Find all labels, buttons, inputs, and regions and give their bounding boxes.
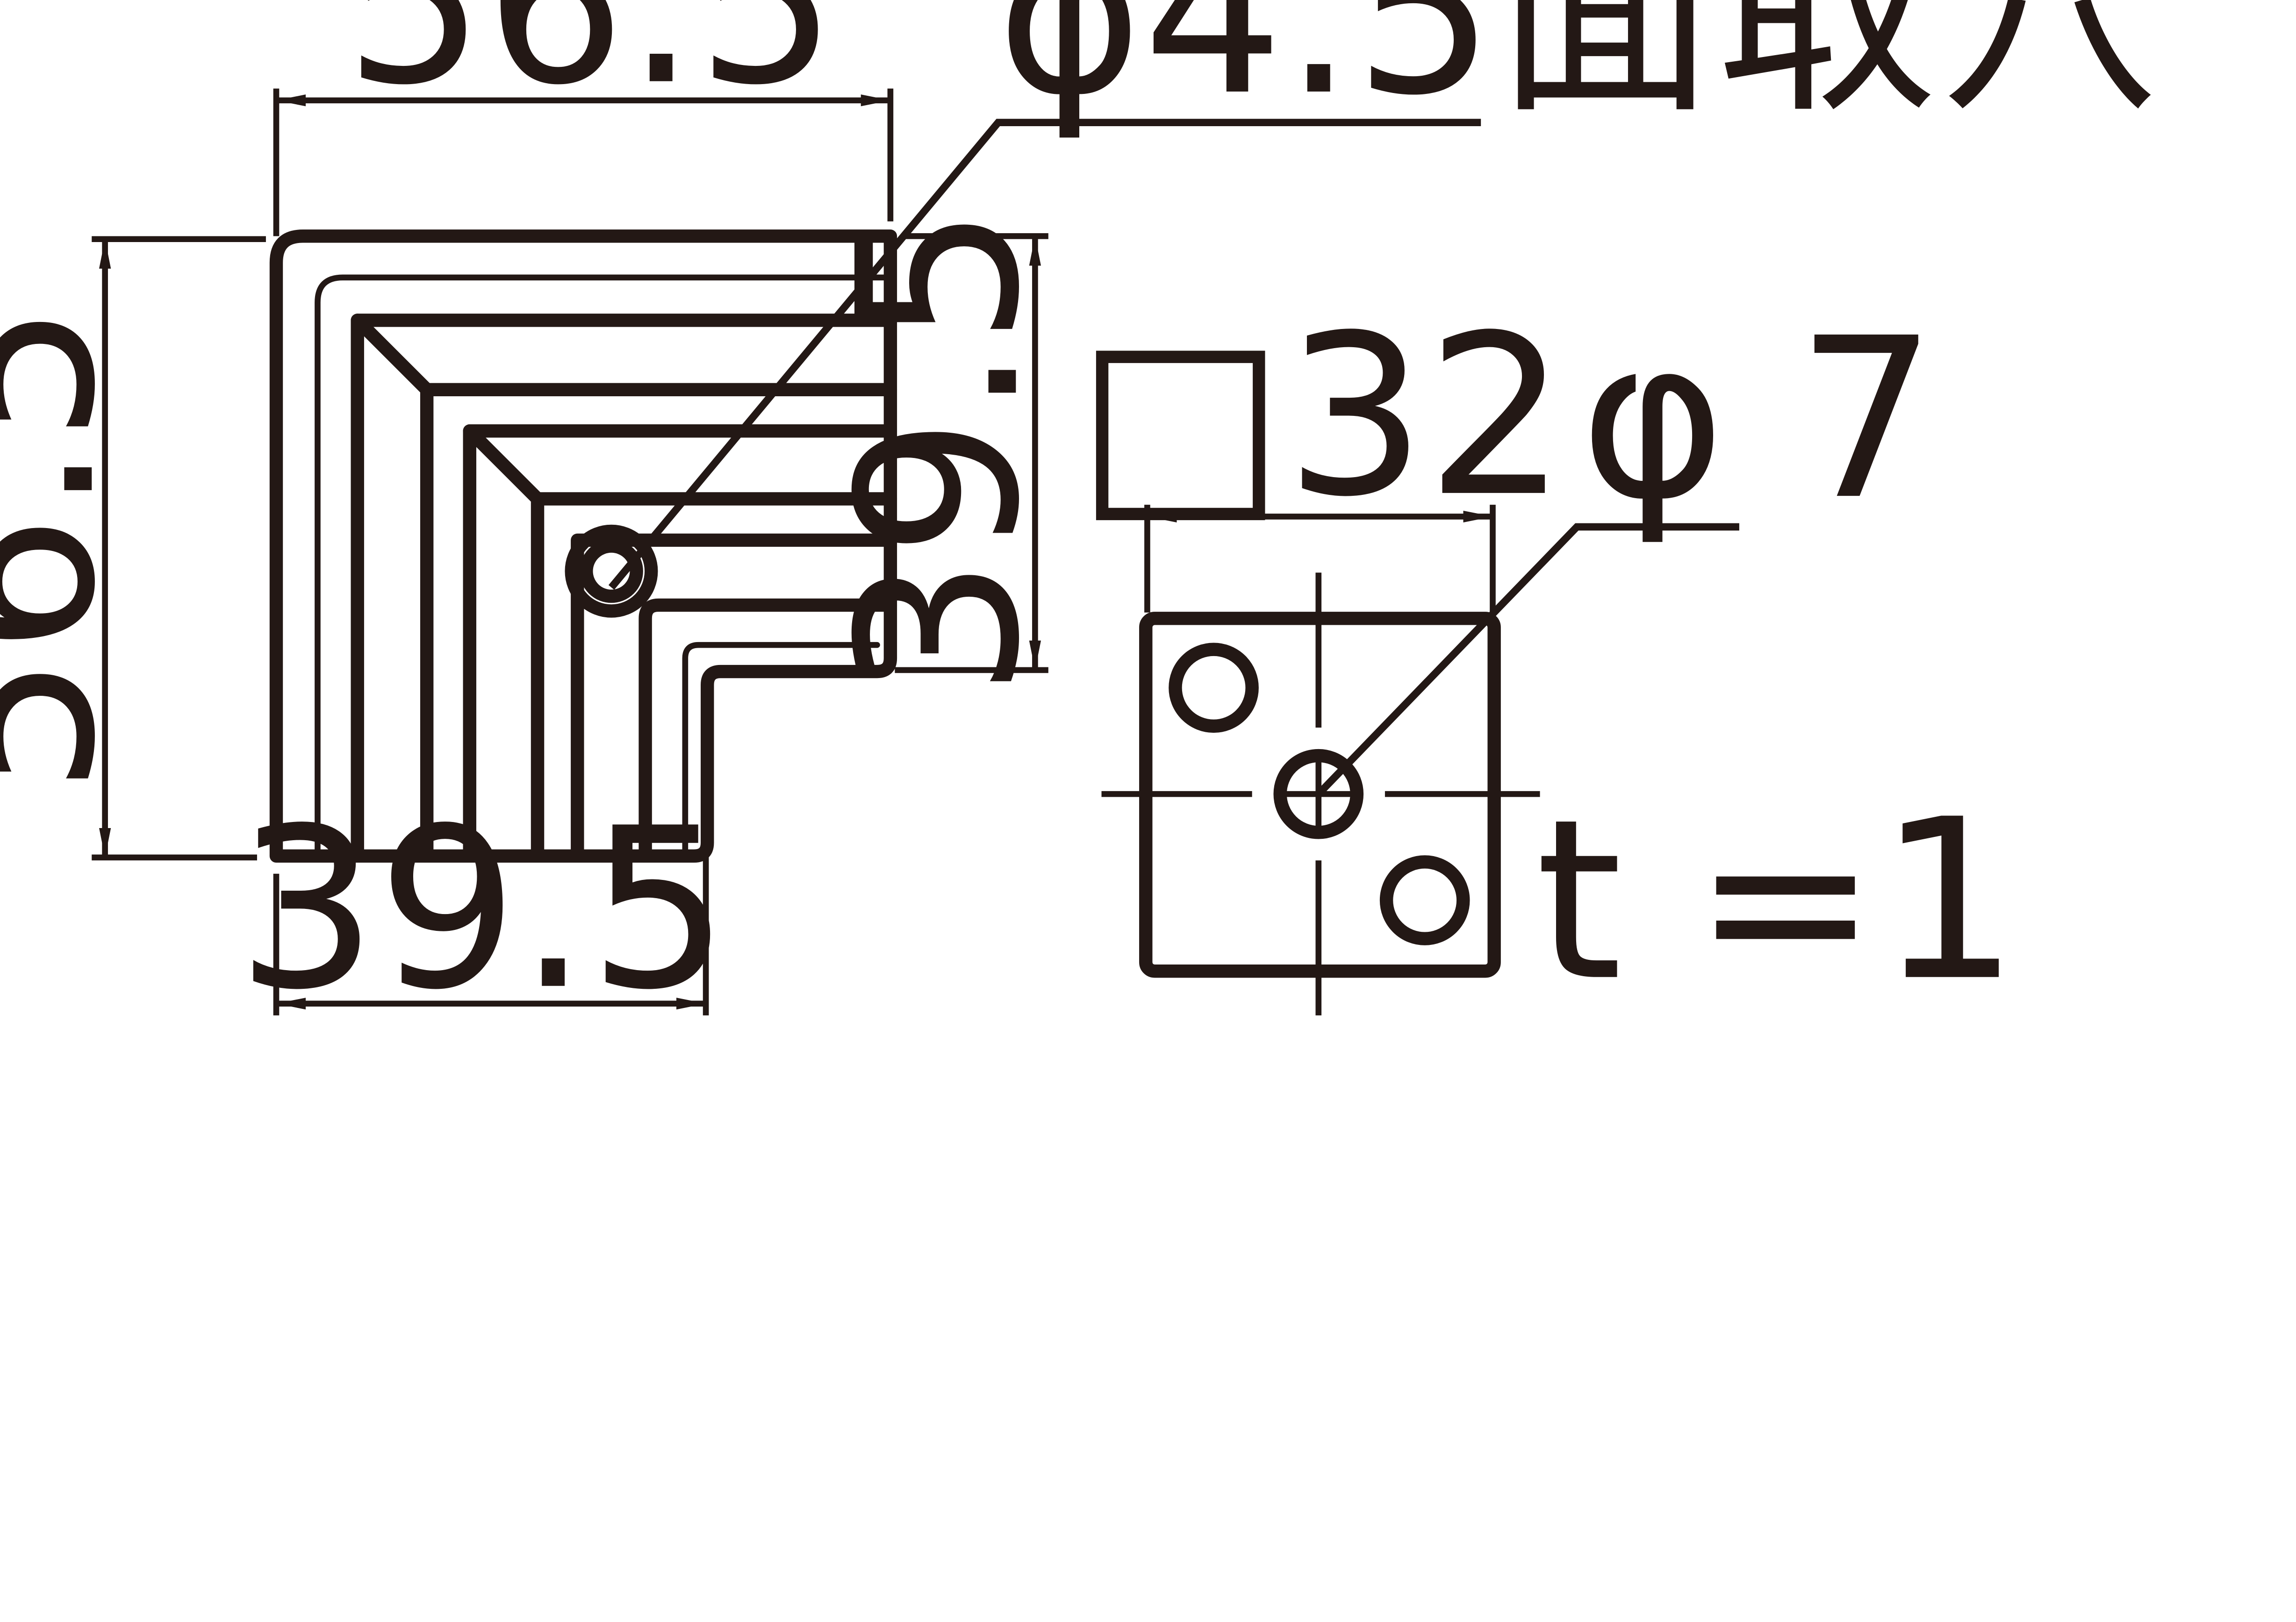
chamfered-hole-outer-circle — [565, 524, 658, 618]
left-height-label: 56.5 — [0, 302, 144, 795]
bracket-miter-line-1 — [351, 314, 434, 397]
plate-hole-note: φ 7 — [1580, 290, 1937, 548]
corner-bracket-view: φ4.5面取穴 56.5 56.5 39.5 39.5 — [0, 0, 2159, 1038]
top-width-label: 56.5 — [344, 0, 837, 134]
plate-mounting-hole-top-left — [1169, 643, 1259, 733]
bracket-miter-line-2 — [463, 424, 545, 506]
plate-center-hole — [1273, 749, 1364, 839]
bracket-hole-note: φ4.5面取穴 — [997, 0, 2159, 144]
plate-thickness-note: t =1 — [1535, 772, 2019, 1029]
bracket-rib-7 — [639, 598, 897, 863]
chamfered-hole-inner-circle — [580, 539, 643, 603]
bottom-width-label: 39.5 — [237, 780, 730, 1038]
bracket-outer-outline — [269, 229, 897, 863]
plate-width-label: □32 — [1076, 287, 1567, 545]
square-plate-view: □32 φ 7 t =1 — [1076, 287, 2019, 1029]
plate-mounting-hole-bottom-right — [1379, 855, 1470, 945]
right-height-label: 39.5 — [810, 205, 1068, 698]
bracket-rib-8 — [682, 642, 880, 859]
hole-note-leader-line — [608, 119, 1481, 590]
bracket-rib-1 — [315, 274, 894, 859]
plate-hole-note-leader-line — [1316, 523, 1739, 797]
